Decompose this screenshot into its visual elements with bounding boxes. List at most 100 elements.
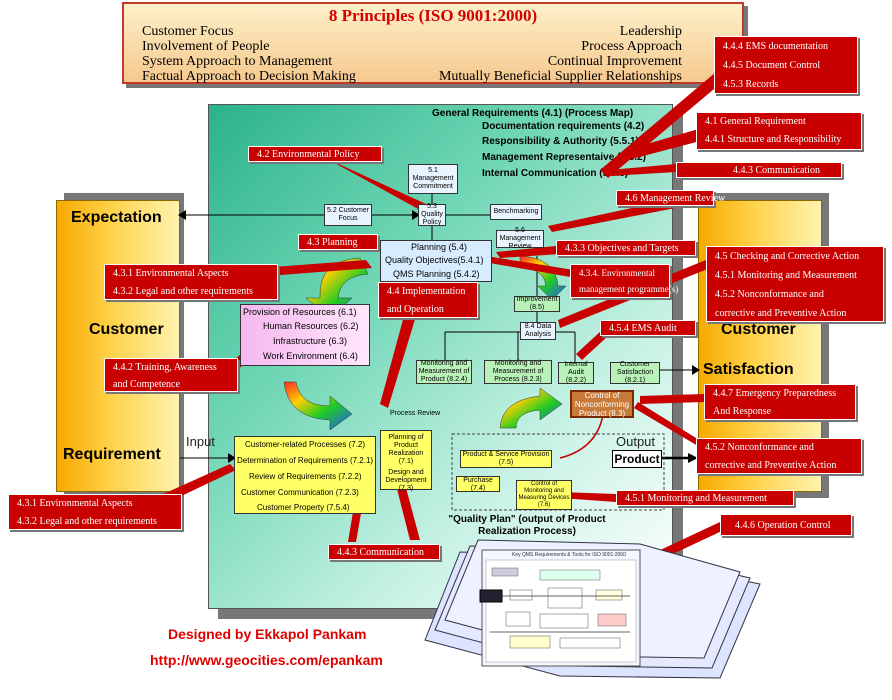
callout-implementation: 4.4 Implementation and Operation [378,282,478,318]
callout-training-line2: and Competence [113,379,180,390]
customer-property-label: Customer Property (7.5.4) [257,503,350,512]
callout-corrective-line: corrective and Preventive Action [715,308,847,319]
callout-emergency-line2: And Response [713,406,772,417]
callout-env-program-line1: 4.3.4. Environmental [579,268,655,278]
customer-requirement-bar: Expectation Customer Requirement [56,200,180,492]
callout-planning: 4.3 Planning [298,234,378,250]
principle-system-approach: System Approach to Management [142,54,333,69]
thumbnail-title: Key QMS Requirements & Tools for ISO 900… [512,552,626,558]
callout-management-review: 4.6 Management Review [616,190,726,206]
satisfaction-label: Satisfaction [703,361,794,378]
requirement-label: Requirement [63,446,161,463]
customer-processes-box: Customer-related Processes (7.2) Determi… [234,436,376,514]
callout-nonconformance-line: 4.5.2 Nonconformance and [715,289,824,300]
callout-communication-top-text: 4.4.3 Communication [733,165,820,176]
callout-nonconformance-line2: corrective and Preventive Action [705,460,837,471]
designer-url[interactable]: http://www.geocities.com/epankam [150,652,383,668]
callout-general-req-line: 4.1 General Requirement [705,116,806,127]
principle-continual-improvement: Continual Improvement [547,54,682,69]
principle-leadership: Leadership [619,24,682,39]
callout-nonconformance: 4.5.2 Nonconformance and corrective and … [696,438,862,474]
monitoring-product-box: Monitoring and Measurement of Product (8… [416,360,472,384]
callout-env-aspects-top: 4.3.1 Environmental Aspects 4.3.2 Legal … [104,264,278,300]
callout-ems-audit-text: 4.5.4 EMS Audit [609,323,677,334]
human-resources-label: Human Resources (6.2) [263,321,359,331]
planning-realization-label: Planning of Product Realization (7.1) [388,434,424,465]
callout-emergency-line1: 4.4.7 Emergency Preparedness [713,388,837,399]
purchase-box: Purchase (7.4) [456,476,500,492]
callout-implementation-line1: 4.4 Implementation [387,286,466,297]
callout-nonconformance-line1: 4.5.2 Nonconformance and [705,442,814,453]
callout-implementation-line2: and Operation [387,304,444,315]
callout-env-program: 4.3.4. Environmental management programm… [570,264,679,298]
req-representative: Management Representaive (5.5.2) [482,152,646,163]
callout-general-requirement: 4.1 General Requirement 4.4.1 Structure … [696,112,862,150]
planning-label: Planning (5.4) [411,242,468,252]
work-environment-label: Work Environment (6.4) [263,351,358,361]
principle-involvement: Involvement of People [142,39,270,54]
principles-title: 8 Principles (ISO 9001:2000) [328,6,538,25]
callout-monitoring-line: 4.5.1 Monitoring and Measurement [715,270,857,281]
design-development-label: Design and Development (7.3) [385,469,427,492]
callout-env-program-line2: management programme(s) [579,284,679,294]
callout-communication-bottom: 4.4.3 Communication [328,544,440,560]
callout-mgmt-review-text: 4.6 Management Review [625,193,726,204]
product-service-box: Product & Service Provision (7.5) [460,450,552,468]
nonconforming-product-box: Control of Nonconforming Product (8.3) [570,390,634,418]
callout-monitoring-bottom-text: 4.5.1 Monitoring and Measurement [625,493,767,504]
input-label: Input [186,434,215,449]
provision-resources-label: Provision of Resources (6.1) [243,307,357,317]
improvement-box: Improvement (8.5) [514,296,560,312]
quality-objectives-label: Quality Objectives(5.4.1) [385,255,484,265]
output-label: Output [616,434,656,449]
determination-label: Determination of Requirements (7.2.1) [237,456,374,465]
callout-monitoring-bottom: 4.5.1 Monitoring and Measurement [616,490,794,506]
principle-customer-focus: Customer Focus [142,24,234,39]
callout-ems-doc-line: 4.4.4 EMS documentation [723,41,828,52]
callout-operation-control: 4.4.6 Operation Control [720,514,852,536]
process-review-label: Process Review [390,410,441,417]
principle-process-approach: Process Approach [581,39,682,54]
callout-communication-top: 4.4.3 Communication [676,162,842,178]
callout-structure-line: 4.4.1 Structure and Responsibility [705,134,842,145]
realization-planning-box: Planning of Product Realization (7.1) De… [380,430,432,492]
principles-panel: 8 Principles (ISO 9001:2000) Customer Fo… [122,2,744,84]
customer-satisfaction-box: Customer Satisfaction (8.2.1) [610,361,660,384]
callout-training: 4.4.2 Training, Awareness and Competence [104,358,238,392]
req-communication: Internal Communication (5.5.3) [482,168,629,179]
left-customer-label: Customer [89,321,164,338]
callout-env-aspects-line: 4.3.1 Environmental Aspects [113,268,229,279]
callout-env-policy-text: 4.2 Environmental Policy [257,149,360,160]
callout-operation-control-text: 4.4.6 Operation Control [735,520,831,531]
principle-factual-approach: Factual Approach to Decision Making [142,69,356,84]
callout-ems-audit: 4.5.4 EMS Audit [600,320,696,336]
internal-audit-box: Internal Audit (8.2.2) [558,361,594,384]
infrastructure-label: Infrastructure (6.3) [273,336,348,346]
right-customer-label: Customer [721,321,796,338]
callout-env-aspects-bottom-line2: 4.3.2 Legal and other requirements [17,516,157,527]
req-general: General Requirements (4.1) (Process Map) [432,108,634,119]
product-box: Product [612,450,662,468]
req-responsibility: Responsibility & Authority (5.5.1) [482,136,639,147]
callout-emergency: 4.4.7 Emergency Preparedness And Respons… [704,384,856,420]
qms-planning-label: QMS Planning (5.4.2) [393,269,480,279]
callout-planning-text: 4.3 Planning [307,237,358,248]
management-review-box: 5.6 Management Review [496,227,544,250]
benchmarking-box: Benchmarking [490,204,542,220]
callout-document-control-line: 4.4.5 Document Control [723,60,821,71]
management-commitment-box: 5.1 Management Commitment [408,164,458,194]
callout-legal-line: 4.3.2 Legal and other requirements [113,286,253,297]
expectation-label: Expectation [71,209,162,226]
callout-environmental-policy: 4.2 Environmental Policy [248,146,382,162]
customer-processes-label: Customer-related Processes (7.2) [245,440,366,449]
callout-checking-line: 4.5 Checking and Corrective Action [715,251,860,262]
callout-records-line: 4.5.3 Records [723,79,779,90]
designer-credit: Designed by Ekkapol Pankam [168,626,367,642]
monitoring-devices-box: Control of Monitoring and Measuring Devi… [516,480,572,510]
quality-plan-label: "Quality Plan" (output of Product Realiz… [448,514,606,537]
callout-checking-corrective: 4.5 Checking and Corrective Action 4.5.1… [706,246,884,322]
customer-focus-box: 5.2 Customer Focus [324,204,372,226]
resources-box: Provision of Resources (6.1) Human Resou… [240,304,370,366]
